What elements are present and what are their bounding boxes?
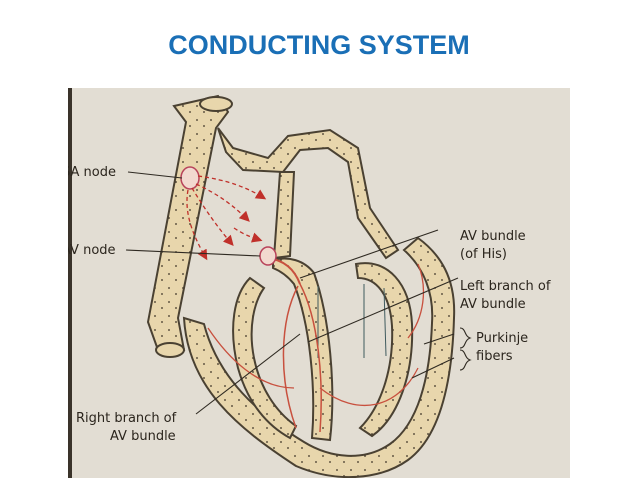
sa-node-label: SA node	[68, 165, 116, 180]
interventricular-septum	[272, 257, 334, 442]
av-node-label: AV node	[68, 243, 116, 258]
slide-title: CONDUCTING SYSTEM	[168, 30, 470, 60]
av-bundle-label-line1: AV bundle	[460, 229, 526, 244]
left-branch-label-line1: Left branch of	[460, 279, 551, 294]
right-branch-path	[282, 285, 299, 429]
left-ventricle-loop	[354, 262, 414, 438]
right-ventricle-loop	[232, 276, 298, 440]
heart-diagram-photo: SA node AV node AV bundle (of His) Left …	[62, 88, 570, 479]
left-branch-label-line2: AV bundle	[460, 297, 526, 312]
purkinje-label-line1: Purkinje	[476, 331, 528, 346]
impulse-arrows	[186, 175, 267, 261]
left-atrium-wall	[217, 127, 400, 260]
interatrial-septum	[272, 171, 296, 260]
superior-vena-cava-opening	[199, 96, 233, 112]
dark-edge	[68, 88, 72, 478]
sa-node	[180, 166, 200, 190]
inferior-vena-cava-opening	[155, 342, 185, 358]
right-branch-label-line1: Right branch of	[76, 411, 177, 426]
av-node	[259, 246, 277, 266]
ventricular-outer-wall	[182, 236, 456, 479]
left-branch-path	[299, 283, 322, 433]
leader-lines	[125, 171, 472, 415]
purkinje-fibers-path	[207, 263, 425, 407]
right-branch-label-line2: AV bundle	[110, 429, 176, 444]
purkinje-label-line2: fibers	[476, 349, 513, 364]
av-bundle-label-line2: (of His)	[460, 247, 507, 262]
